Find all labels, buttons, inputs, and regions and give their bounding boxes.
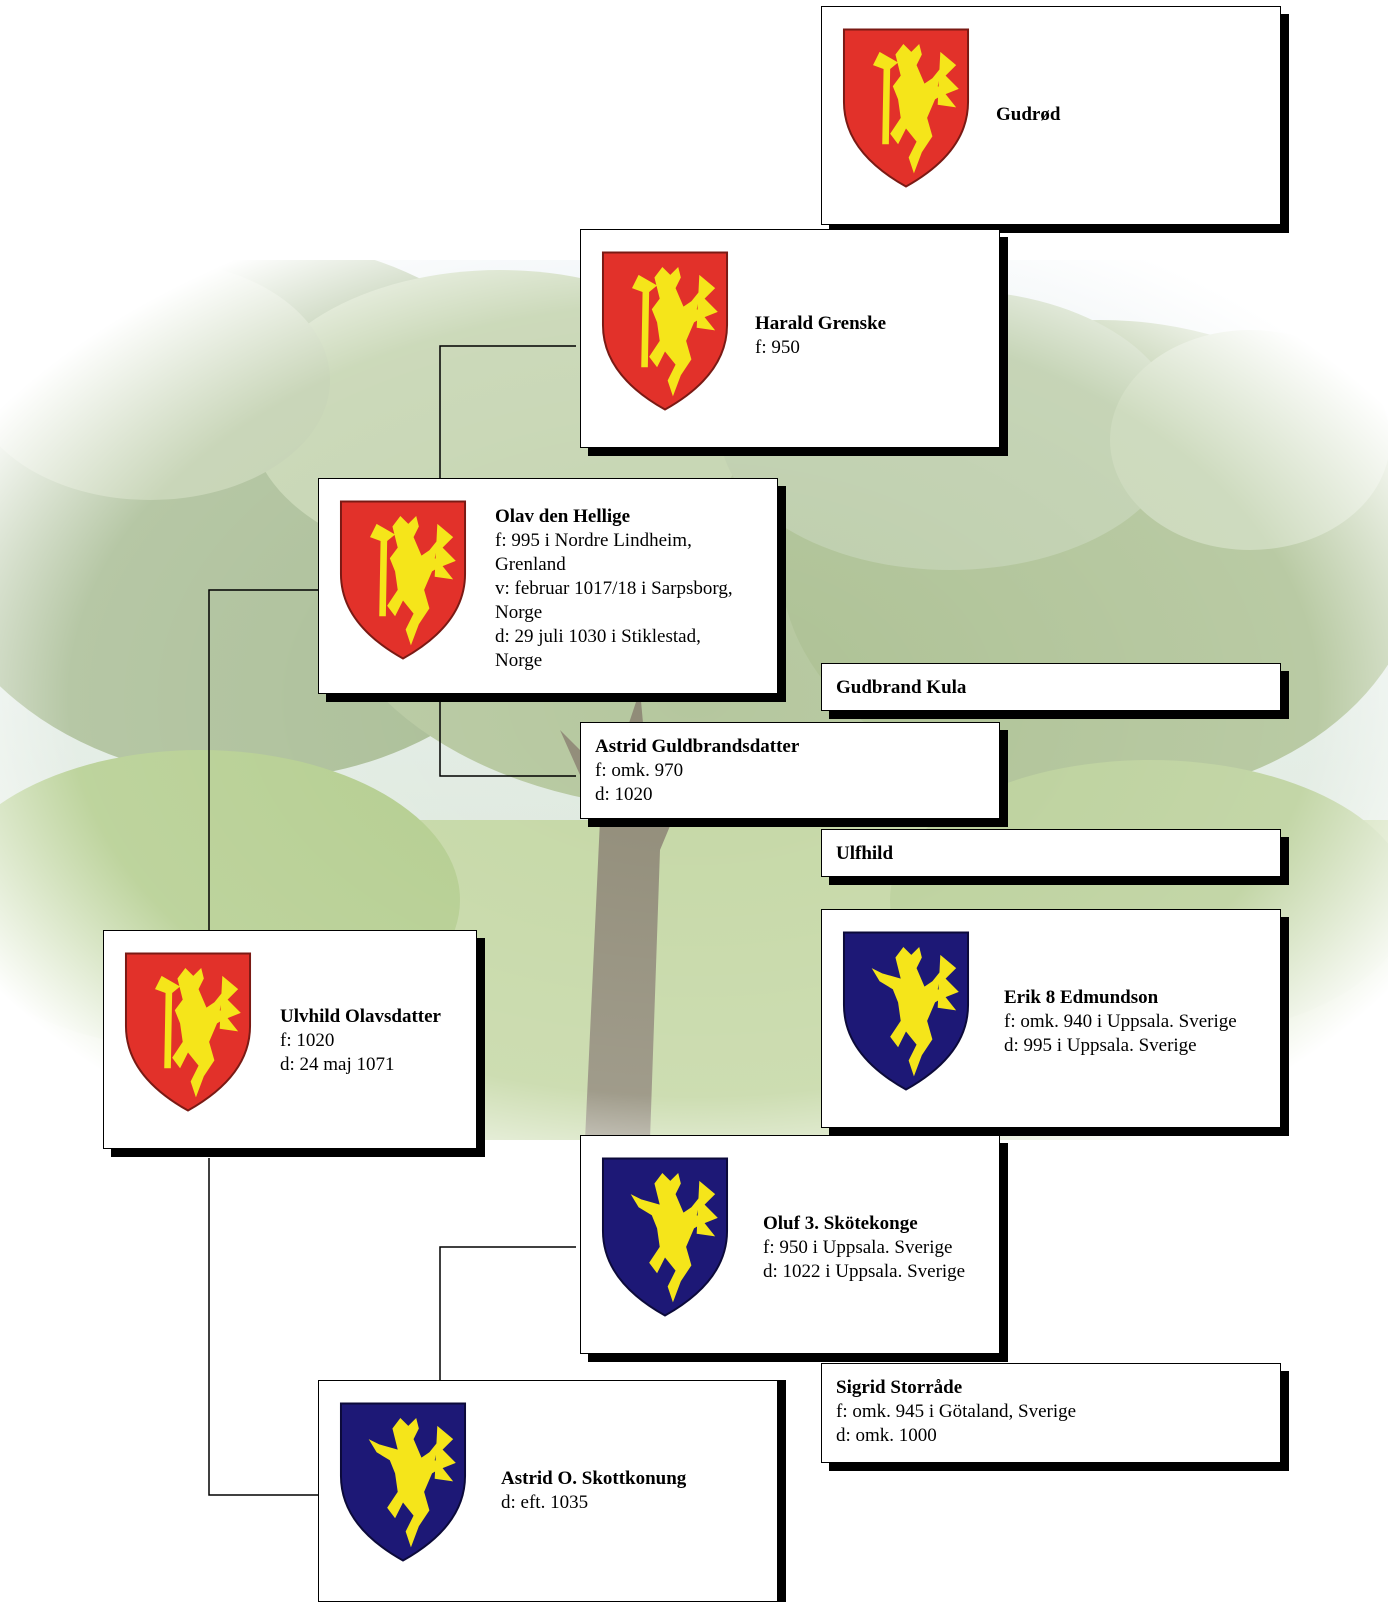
person-name: Sigrid Storråde [836,1377,963,1398]
person-death-place: Norge [495,650,543,671]
person-birth: f: 1020 [280,1030,335,1051]
person-card-sigrid[interactable]: Sigrid Storråde f: omk. 945 i Götaland, … [821,1363,1281,1463]
person-death: d: 1020 [595,784,653,805]
person-card-astrid-skottkonung[interactable]: Astrid O. Skottkonung d: eft. 1035 [318,1380,778,1602]
norway-coat-of-arms-icon [842,28,970,188]
sweden-coat-of-arms-icon [601,1157,729,1317]
person-event: v: februar 1017/18 i Sarpsborg, [495,578,733,599]
person-name: Oluf 3. Skötekonge [763,1213,918,1234]
person-death: d: 995 i Uppsala. Sverige [1004,1035,1197,1056]
person-death: d: 1022 i Uppsala. Sverige [763,1261,966,1282]
person-name: Erik 8 Edmundson [1004,987,1159,1008]
person-name: Harald Grenske [755,313,887,334]
person-name: Astrid O. Skottkonung [501,1468,687,1489]
person-death: d: eft. 1035 [501,1492,589,1513]
connector-ulvhild-astrid-o [208,1158,318,1496]
person-birth-place: Grenland [495,554,566,575]
person-birth: f: 950 [755,337,800,358]
connector-astrid-o-oluf [439,1246,576,1380]
person-death: d: 29 juli 1030 i Stiklestad, [495,626,701,647]
person-card-oluf[interactable]: Oluf 3. Skötekonge f: 950 i Uppsala. Sve… [580,1135,1000,1354]
sweden-coat-of-arms-icon [842,931,970,1091]
person-card-astrid-guldbrandsdatter[interactable]: Astrid Guldbrandsdatter f: omk. 970 d: 1… [580,722,1000,819]
person-card-ulfhild[interactable]: Ulfhild [821,829,1281,877]
connector-olav-harald [439,345,576,478]
person-death: d: 24 maj 1071 [280,1054,395,1075]
person-card-olav[interactable]: Olav den Hellige f: 995 i Nordre Lindhei… [318,478,778,694]
person-name: Olav den Hellige [495,506,631,527]
sweden-coat-of-arms-icon [339,1402,467,1562]
person-name: Astrid Guldbrandsdatter [595,736,800,757]
person-birth: f: omk. 940 i Uppsala. Sverige [1004,1011,1237,1032]
connector-olav-astrid-g [439,694,576,777]
person-birth: f: 995 i Nordre Lindheim, [495,530,692,551]
person-birth: f: 950 i Uppsala. Sverige [763,1237,953,1258]
person-birth: f: omk. 970 [595,760,684,781]
norway-coat-of-arms-icon [601,251,729,411]
person-name: Ulfhild [836,843,894,864]
person-birth: f: omk. 945 i Götaland, Sverige [836,1401,1077,1422]
connector-ulvhild-olav [208,589,318,930]
norway-coat-of-arms-icon [124,952,252,1112]
person-event-place: Norge [495,602,543,623]
norway-coat-of-arms-icon [339,500,467,660]
person-card-gudbrand[interactable]: Gudbrand Kula [821,663,1281,711]
person-card-gudrod[interactable]: Gudrød [821,6,1281,225]
person-name: Ulvhild Olavsdatter [280,1006,441,1027]
person-card-ulvhild[interactable]: Ulvhild Olavsdatter f: 1020 d: 24 maj 10… [103,930,477,1149]
person-death: d: omk. 1000 [836,1425,937,1446]
person-card-harald[interactable]: Harald Grenske f: 950 [580,229,1000,448]
person-card-erik[interactable]: Erik 8 Edmundson f: omk. 940 i Uppsala. … [821,909,1281,1128]
person-name: Gudrød [996,104,1061,125]
person-name: Gudbrand Kula [836,677,967,698]
